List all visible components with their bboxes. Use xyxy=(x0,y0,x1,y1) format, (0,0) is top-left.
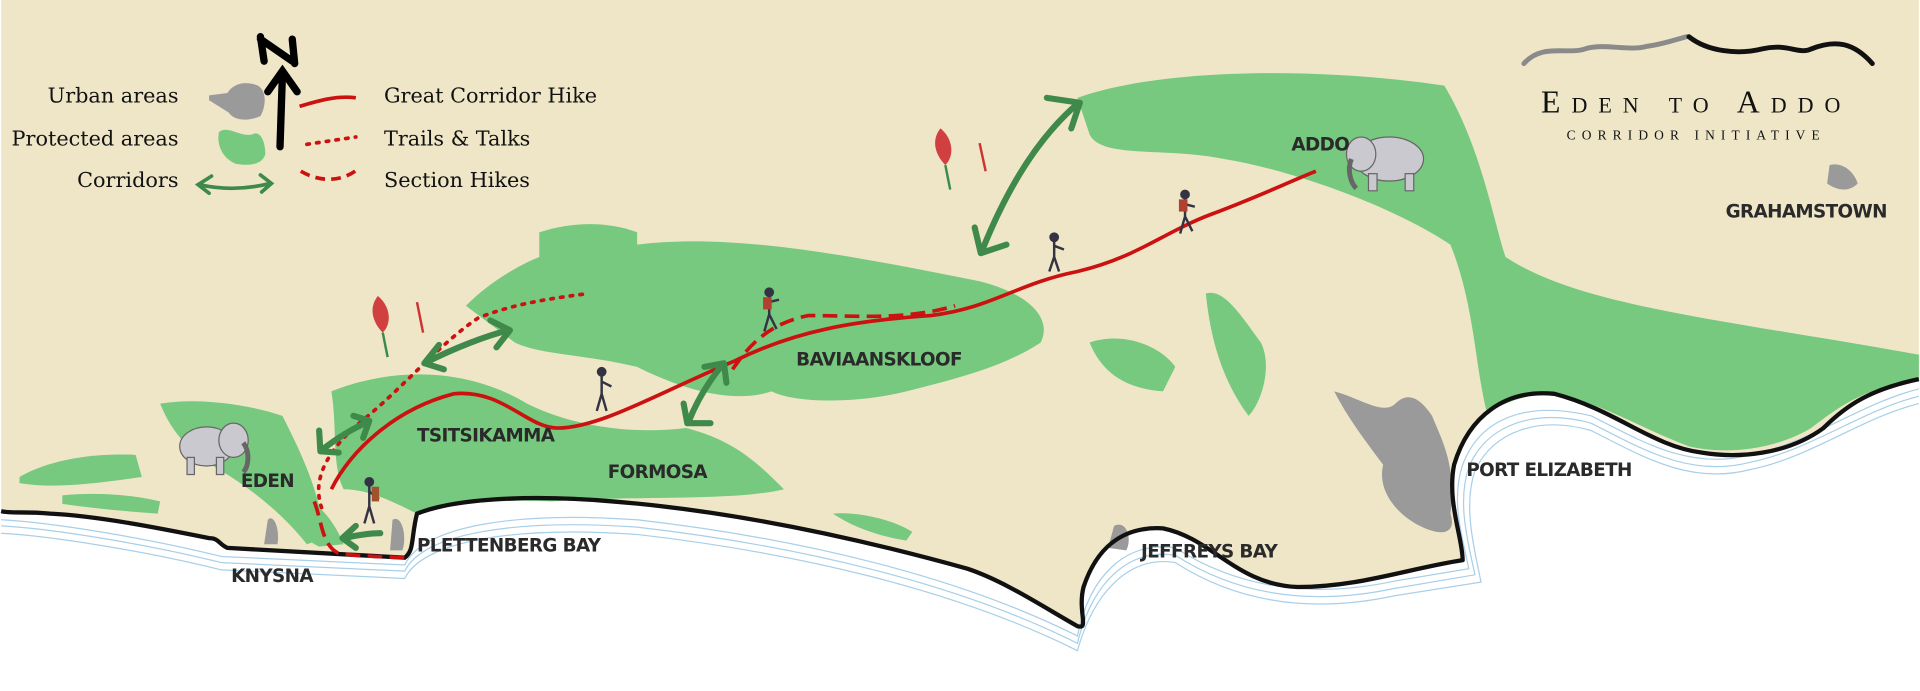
legend-label-trails: Trails & Talks xyxy=(384,127,530,151)
elephant-icon xyxy=(1345,136,1425,192)
north-label: N xyxy=(270,5,288,29)
place-label-port-elizabeth: PORT ELIZABETH xyxy=(1466,460,1631,481)
protea-flower-icon xyxy=(372,295,425,358)
coastline xyxy=(0,377,1920,629)
place-label-jeffreys-bay: JEFFREYS BAY xyxy=(1139,542,1279,563)
logo-title: Eden to Addo xyxy=(1541,85,1851,120)
legend-urban-swatch xyxy=(209,83,265,120)
place-label-baviaanskloof: BAVIAANSKLOOF xyxy=(796,350,962,371)
legend-label-corridors: Corridors xyxy=(77,168,178,192)
place-label-grahamstown: GRAHAMSTOWN xyxy=(1726,202,1887,223)
place-label-eden: EDEN xyxy=(241,471,294,492)
protea-flower-icon xyxy=(935,128,987,190)
corridor-arrows xyxy=(316,94,1083,551)
north-arrow-icon xyxy=(256,33,301,151)
hiker-icon xyxy=(595,366,612,412)
hiker-icon xyxy=(763,287,780,332)
sea-lines xyxy=(1,388,1919,652)
logo-subtitle: CORRIDOR INITIATIVE xyxy=(1567,127,1826,142)
corridor-arrow-icon xyxy=(316,412,373,456)
legend-trails-swatch xyxy=(305,135,358,147)
legend-label-protected: Protected areas xyxy=(12,127,179,151)
hikers xyxy=(363,189,1196,524)
legend-corridor-arrow-icon xyxy=(194,173,275,196)
corridor-arrow-icon xyxy=(680,360,730,427)
legend: Urban areas Protected areas Corridors N … xyxy=(12,5,597,196)
place-label-knysna: KNYSNA xyxy=(231,566,314,587)
place-label-addo: ADDO xyxy=(1291,134,1349,155)
protected-areas xyxy=(19,73,1919,547)
hiker-icon xyxy=(1178,189,1196,234)
place-label-plettenberg-bay: PLETTENBERG BAY xyxy=(417,536,602,557)
legend-great-hike-swatch xyxy=(299,95,357,109)
section-hike-route xyxy=(731,303,956,371)
hiker-icon xyxy=(363,476,380,524)
place-label-tsitsikamma: TSITSIKAMMA xyxy=(417,426,556,447)
legend-section-swatch xyxy=(299,167,360,182)
hiker-icon xyxy=(1048,232,1065,272)
logo: Eden to Addo CORRIDOR INITIATIVE xyxy=(1521,34,1875,142)
corridor-arrow-icon xyxy=(339,522,384,551)
elephant-icon xyxy=(179,422,251,476)
legend-label-section: Section Hikes xyxy=(384,168,530,192)
legend-protected-swatch xyxy=(218,129,266,165)
logo-wave-black xyxy=(1686,34,1875,67)
section-hike-route xyxy=(312,500,405,560)
corridor-arrow-icon xyxy=(421,317,513,373)
legend-label-great-hike: Great Corridor Hike xyxy=(384,84,597,108)
great-corridor-hike-route xyxy=(329,169,1317,491)
logo-wave-gray xyxy=(1521,34,1689,67)
place-label-formosa: FORMOSA xyxy=(608,462,709,483)
legend-label-urban: Urban areas xyxy=(48,84,179,108)
corridor-arrow-icon xyxy=(971,94,1083,257)
